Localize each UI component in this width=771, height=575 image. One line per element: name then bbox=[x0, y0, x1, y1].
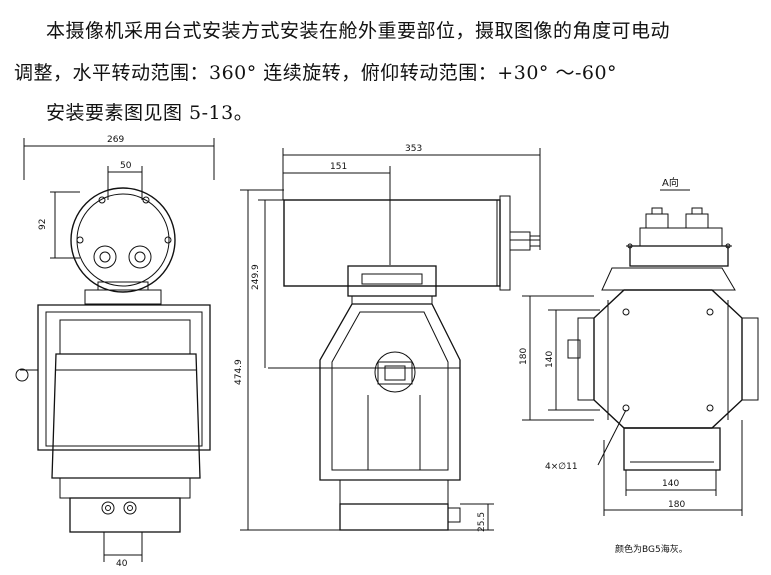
a-view-color-note: 颜色为BG5海灰。 bbox=[615, 543, 688, 555]
paragraph-line-3: 安装要素图见图 5-13。 bbox=[46, 102, 254, 124]
paragraph-line-2: 调整，水平转动范围：360° 连续旋转，俯仰转动范围：+30° ～-60° bbox=[14, 62, 618, 84]
a-view-dim-inner-width: 140 bbox=[662, 479, 679, 489]
front-dim-width: 269 bbox=[107, 135, 124, 145]
side-dim-total-height: 474.9 bbox=[234, 359, 244, 385]
side-dim-upper-height: 249.9 bbox=[251, 264, 261, 290]
front-dim-side: 92 bbox=[38, 219, 48, 230]
a-view-title: A向 bbox=[662, 176, 679, 189]
side-dim-base: 25.5 bbox=[477, 512, 487, 532]
a-view-dim-outer-width: 180 bbox=[668, 500, 685, 510]
a-view-dim-inner-height: 140 bbox=[545, 351, 555, 368]
front-view: 269 50 92 40 bbox=[15, 135, 215, 569]
front-dim-bottom: 40 bbox=[116, 559, 128, 569]
side-view: 353 151 249.9 474.9 bbox=[234, 144, 541, 532]
side-dim-partial: 151 bbox=[330, 162, 347, 172]
front-dim-top: 50 bbox=[120, 161, 132, 171]
side-dim-total-width: 353 bbox=[405, 144, 422, 154]
a-view-dim-outer-height: 180 bbox=[519, 348, 529, 365]
a-view-hole-label: 4×∅11 bbox=[545, 462, 578, 472]
a-view: A向 180 140 4×∅11 bbox=[519, 176, 759, 555]
paragraph-line-1: 本摄像机采用台式安装方式安装在舱外重要部位，摄取图像的角度可电动 bbox=[46, 20, 671, 42]
